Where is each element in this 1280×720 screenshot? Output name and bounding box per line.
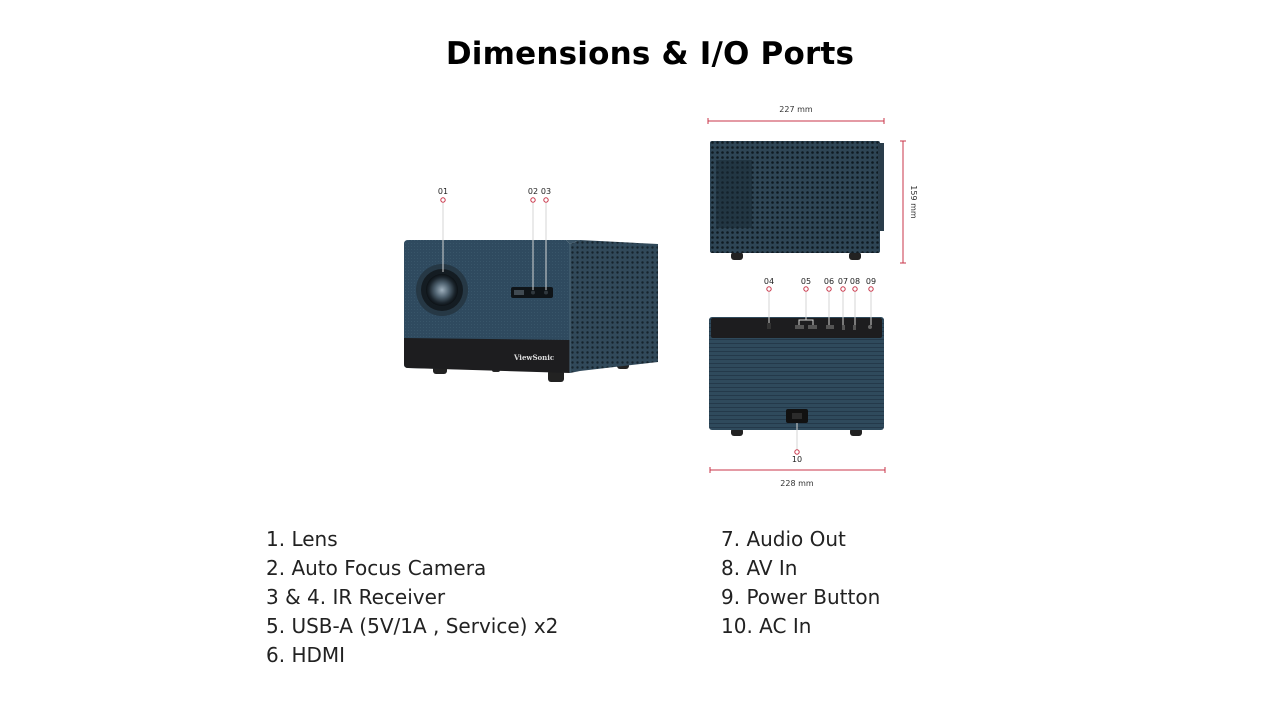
usb-port [795,325,804,329]
projector-side-view [710,141,884,260]
callout-03: 03 [541,187,551,196]
legend-item: 10. AC In [721,614,812,638]
legend-item: 9. Power Button [721,585,881,609]
page-title: Dimensions & I/O Ports [445,36,855,72]
ir-receiver [767,323,771,329]
legend-item: 7. Audio Out [721,527,846,551]
callout-05: 05 [801,277,811,286]
legend-item: 5. USB-A (5V/1A , Service) x2 [266,614,559,638]
legend-item: 2. Auto Focus Camera [266,556,487,580]
callout-02: 02 [528,187,538,196]
foot [731,252,743,260]
projector-front-view: ViewSonic [404,240,658,382]
dimension-height: 159 mm [909,185,918,219]
av-port [853,325,856,330]
callout-07: 07 [838,277,848,286]
dimension-width-bottom: 228 mm [780,479,814,488]
port-legend-right: 7. Audio Out 8. AV In 9. Power Button 10… [721,525,880,641]
dimension-width-top: 227 mm [779,105,813,114]
callout-06: 06 [824,277,834,286]
brand-logo: ViewSonic [513,353,554,362]
legend-item: 8. AV In [721,556,798,580]
callout-01: 01 [438,187,448,196]
power-button [868,325,872,329]
callout-08: 08 [850,277,860,286]
foot [849,252,861,260]
port-legend-left: 1. Lens 2. Auto Focus Camera 3 & 4. IR R… [266,525,558,670]
projector-rear-view [709,317,884,436]
usb-port [808,325,817,329]
callout-04: 04 [764,277,774,286]
legend-item: 3 & 4. IR Receiver [266,585,446,609]
legend-item: 6. HDMI [266,643,346,667]
audio-port [842,325,845,330]
hdmi-port [826,325,834,329]
foot [548,370,564,382]
legend-item: 1. Lens [266,527,338,551]
callout-09: 09 [866,277,876,286]
callout-10: 10 [792,455,802,464]
